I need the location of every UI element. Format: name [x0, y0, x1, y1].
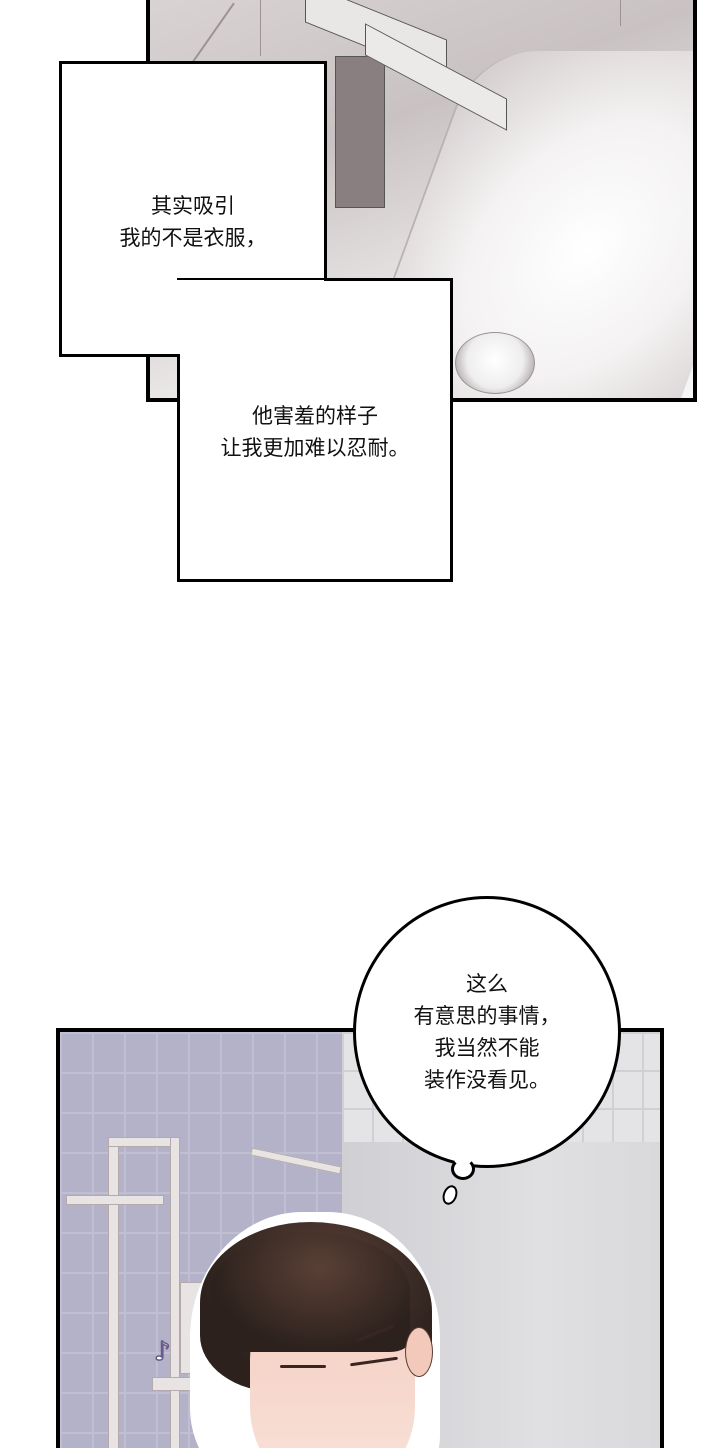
closed-eye-left — [280, 1365, 326, 1368]
thought-bubble-text: 这么 有意思的事情， 我当然不能 装作没看见。 — [413, 972, 561, 1092]
tile-line — [620, 0, 621, 26]
narration-box-merge — [180, 281, 328, 359]
character-ear — [405, 1327, 433, 1377]
thought-bubble — [353, 896, 621, 1168]
shower-pipe — [108, 1142, 119, 1448]
narration-text-2: 他害羞的样子 让我更加难以忍耐。 — [220, 404, 410, 460]
faucet-body — [335, 56, 385, 208]
shower-head — [66, 1195, 164, 1205]
shower-riser — [170, 1137, 180, 1448]
narration-text-1: 其实吸引 我的不是衣服， — [119, 194, 267, 250]
tile-line — [187, 2, 235, 70]
thought-bubble-tail — [451, 1158, 475, 1180]
character-bangs — [210, 1232, 410, 1352]
tile-line — [260, 0, 261, 56]
sink-drain — [455, 332, 535, 394]
music-note-icon: ♪ — [153, 1336, 171, 1368]
panel-shower: ♪ — [56, 1028, 664, 1448]
